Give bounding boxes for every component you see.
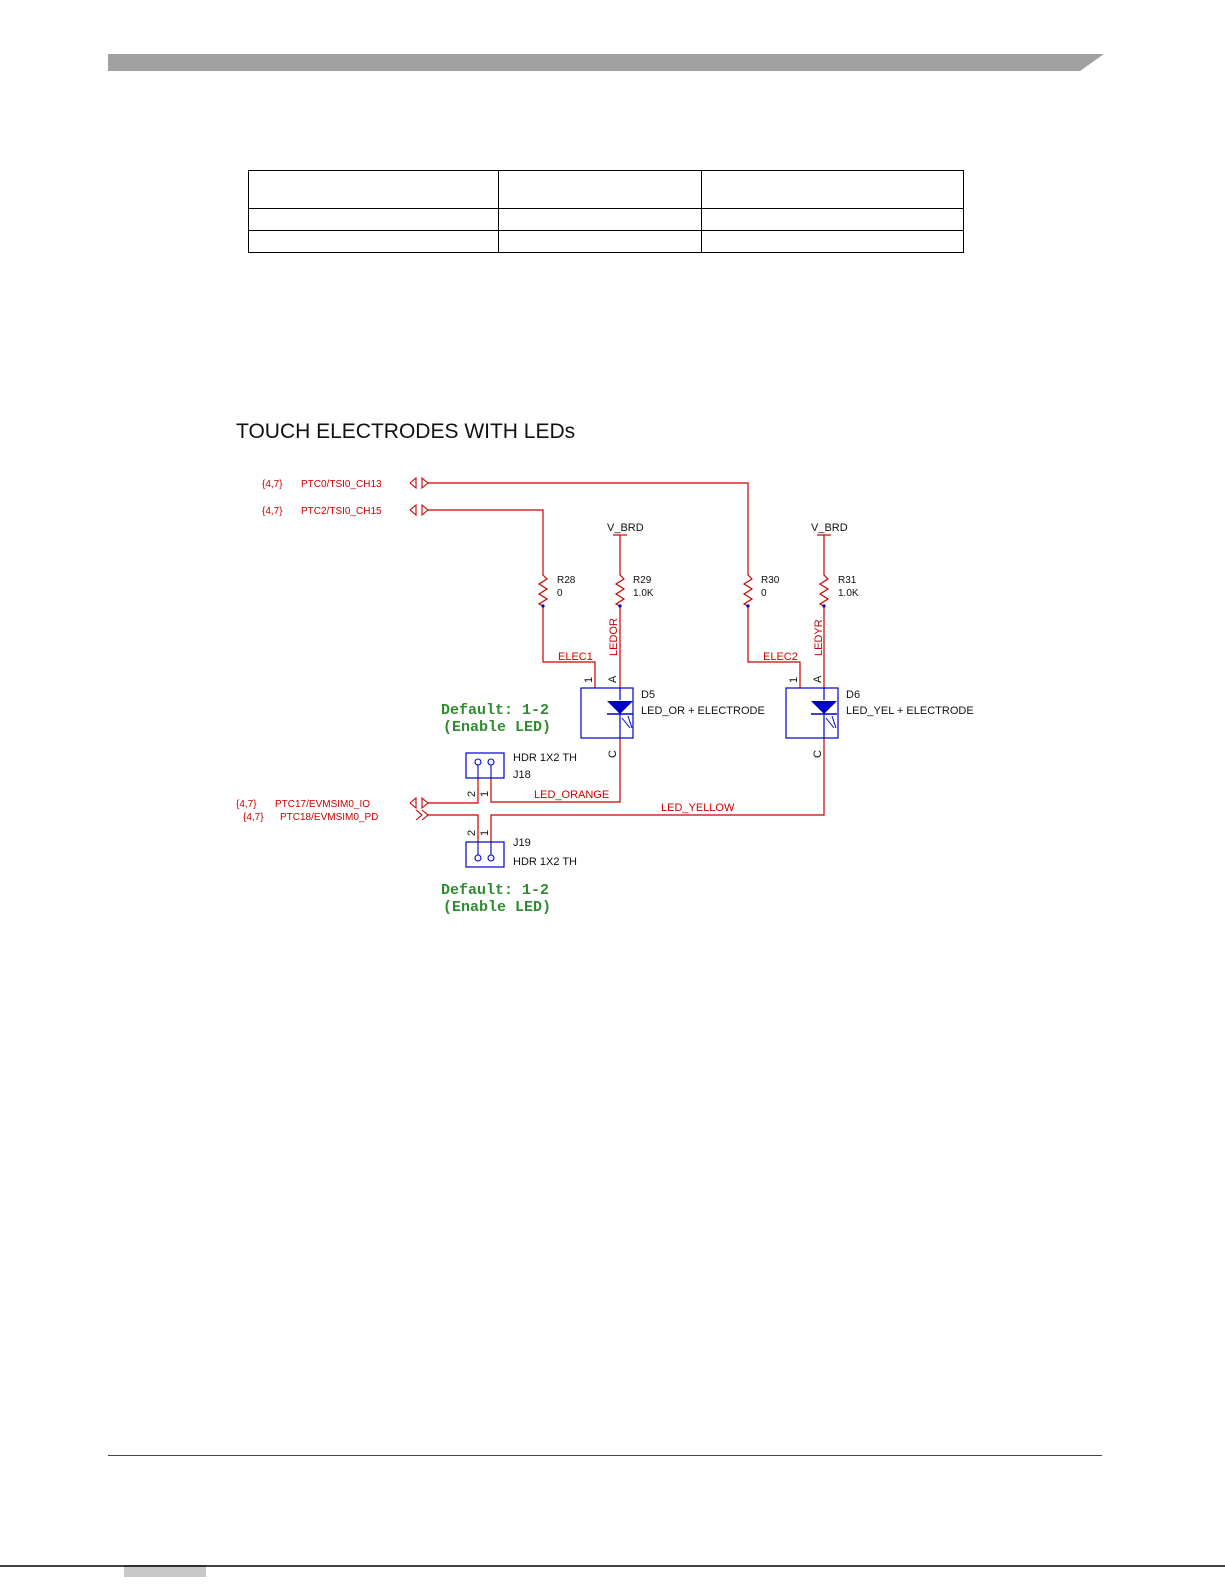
resistor-pin-dots — [541, 604, 826, 608]
net-label: LEDOR — [608, 618, 620, 656]
table-cell — [498, 170, 702, 209]
table-cell — [701, 230, 964, 253]
net-wires — [428, 482, 825, 842]
default-note: (Enable LED) — [443, 719, 551, 736]
pin-label: 1 — [788, 677, 800, 683]
port-net-label: PTC18/EVMSIM0_PD — [280, 812, 378, 823]
resistor-symbols — [537, 570, 830, 610]
header-j19 — [465, 841, 505, 868]
table-cell — [701, 170, 964, 209]
footer-divider — [108, 1455, 1102, 1456]
port-net-label: PTC0/TSI0_CH13 — [301, 479, 382, 490]
table-cell — [498, 230, 702, 253]
power-label: V_BRD — [811, 522, 848, 534]
header-value: HDR 1X2 TH — [513, 752, 577, 764]
data-table — [248, 170, 964, 253]
resistor-value: 0 — [557, 588, 563, 599]
port-sheet-ref: {4,7} — [262, 479, 283, 490]
pin-label: C — [812, 750, 824, 758]
page-bottom-edge — [0, 1565, 1225, 1577]
net-label: LEDYR — [813, 619, 825, 656]
port-sheet-ref: {4,7} — [236, 799, 257, 810]
net-label: LED_YELLOW — [661, 802, 735, 814]
power-label: V_BRD — [607, 522, 644, 534]
table-cell — [248, 208, 499, 231]
pin-label: A — [812, 675, 824, 683]
port-net-label: PTC2/TSI0_CH15 — [301, 506, 382, 517]
default-note: Default: 1-2 — [441, 882, 549, 899]
led-d6 — [785, 687, 839, 739]
resistor-value: 1.0K — [838, 588, 859, 599]
pin-label: C — [607, 750, 619, 758]
led-d5 — [580, 687, 634, 739]
table-row — [248, 208, 964, 231]
pin-label: A — [607, 675, 619, 683]
port-sheet-ref: {4,7} — [243, 812, 264, 823]
pin-label: 2 — [466, 791, 478, 797]
net-label: ELEC2 — [763, 651, 798, 663]
port-symbols — [409, 476, 429, 821]
resistor-value: 0 — [761, 588, 767, 599]
pin-label: 1 — [479, 830, 491, 836]
table-cell — [248, 230, 499, 253]
header-value: HDR 1X2 TH — [513, 856, 577, 868]
pin-label: 2 — [466, 830, 478, 836]
resistor-ref: R31 — [838, 575, 857, 586]
header-j18 — [465, 752, 505, 779]
resistor-ref: R29 — [633, 575, 652, 586]
default-note: (Enable LED) — [443, 899, 551, 916]
section-title: TOUCH ELECTRODES WITH LEDs — [236, 420, 576, 443]
led-value: LED_OR + ELECTRODE — [641, 705, 765, 717]
port-sheet-ref: {4,7} — [262, 506, 283, 517]
table-cell — [248, 170, 499, 209]
header-ref: J19 — [513, 837, 531, 849]
table-header-row — [248, 170, 964, 209]
led-ref: D5 — [641, 689, 655, 701]
resistor-ref: R30 — [761, 575, 780, 586]
net-label: LED_ORANGE — [534, 789, 609, 801]
resistor-ref: R28 — [557, 575, 576, 586]
net-label: ELEC1 — [558, 651, 593, 663]
led-ref: D6 — [846, 689, 860, 701]
led-value: LED_YEL + ELECTRODE — [846, 705, 974, 717]
table-cell — [498, 208, 702, 231]
pin-label: 1 — [479, 791, 491, 797]
resistor-value: 1.0K — [633, 588, 654, 599]
table-row — [248, 230, 964, 253]
header-bar — [108, 54, 1104, 71]
table-cell — [701, 208, 964, 231]
schematic-diagram: V_BRD V_BRD R28 0 R29 1.0K R30 0 R31 1.0… — [236, 476, 974, 916]
port-net-label: PTC17/EVMSIM0_IO — [275, 799, 370, 810]
pin-label: 1 — [583, 677, 595, 683]
default-note: Default: 1-2 — [441, 702, 549, 719]
header-ref: J18 — [513, 769, 531, 781]
